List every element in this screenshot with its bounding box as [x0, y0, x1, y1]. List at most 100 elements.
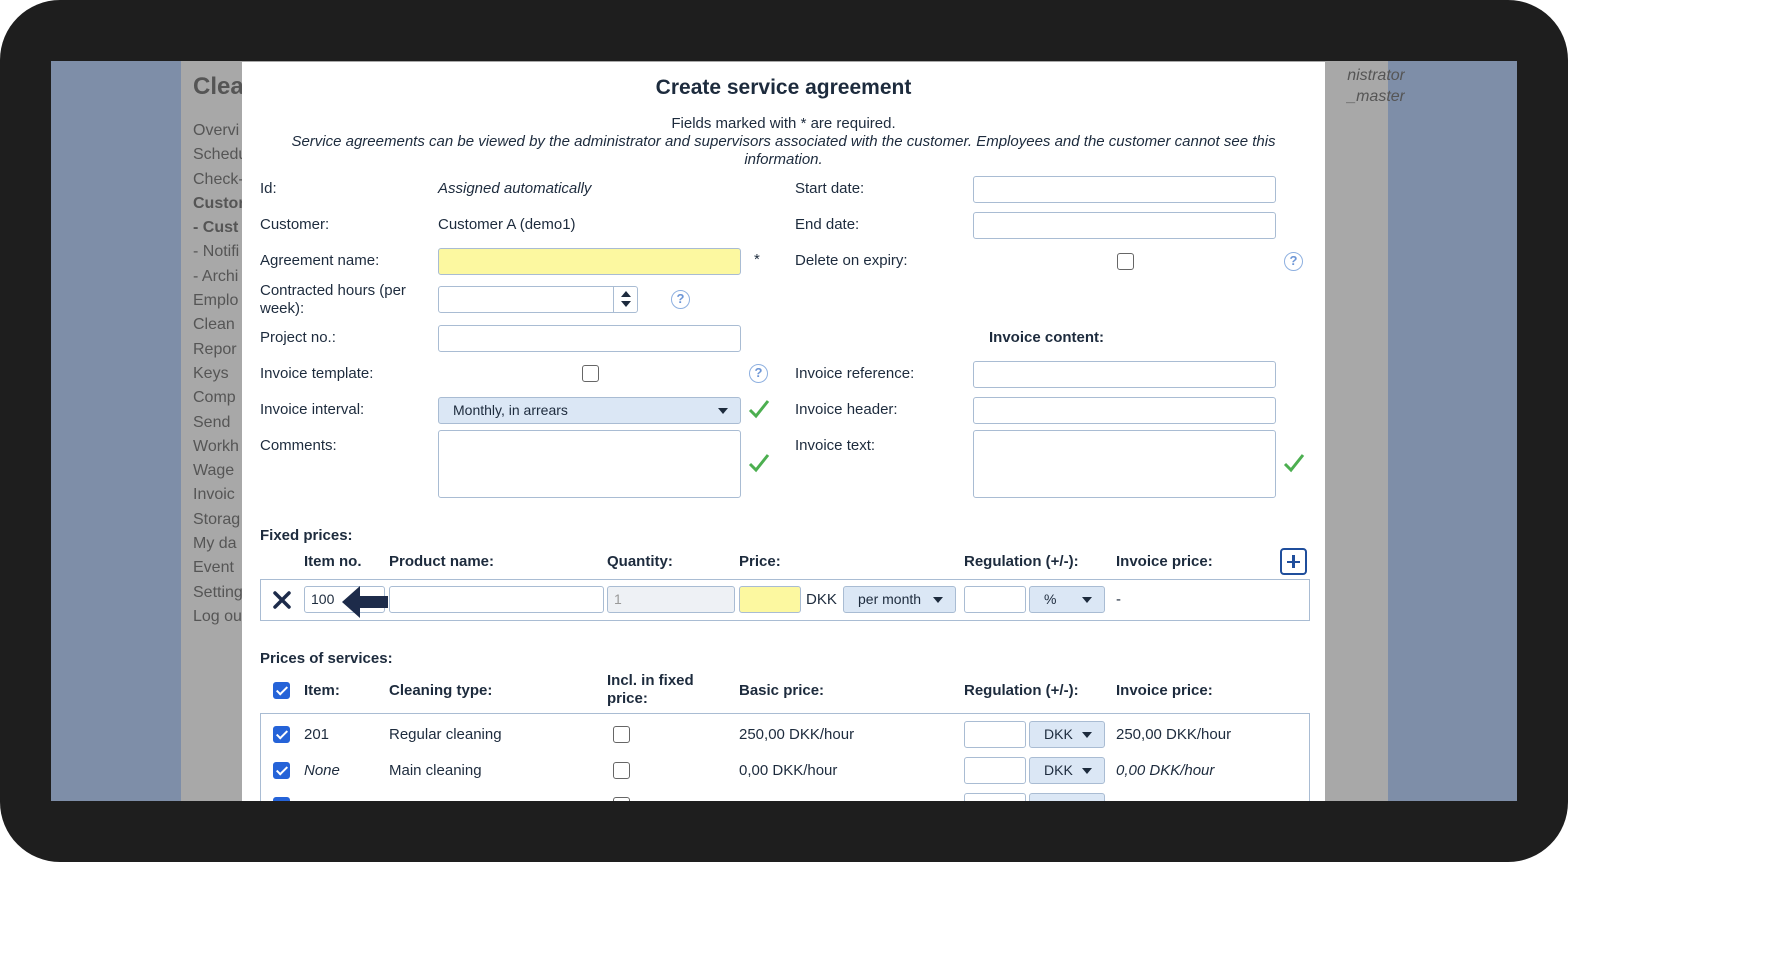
background-menu-item: - Archi	[193, 267, 239, 285]
background-menu-item: Wage	[193, 462, 235, 480]
invoice-header-input[interactable]	[973, 397, 1276, 424]
check-mark-icon	[748, 454, 770, 473]
contracted-hours-help-icon[interactable]: ?	[671, 290, 690, 309]
fixed-invoice-price: -	[1116, 591, 1121, 608]
invoice-reference-label: Invoice reference:	[795, 365, 915, 382]
col-item: Item:	[304, 682, 340, 699]
id-value: Assigned automatically	[438, 180, 592, 197]
col-incl-fixed-price: Incl. in fixed price:	[607, 672, 694, 707]
delete-on-expiry-label: Delete on expiry:	[795, 252, 908, 269]
service-regulation-unit-select[interactable]: DKK	[1029, 721, 1105, 748]
customer-value: Customer A (demo1)	[438, 216, 576, 233]
background-menu-item: Storag	[193, 510, 241, 528]
dialog-title: Create service agreement	[655, 76, 912, 99]
background-menu-item: Check-	[193, 170, 244, 188]
background-menu-item: Event	[193, 559, 234, 577]
background-menu-item: Clean	[193, 316, 235, 334]
service-item: None	[304, 762, 340, 779]
required-star: *	[754, 251, 760, 268]
required-fields-note: Fields marked with * are required.	[671, 115, 896, 132]
col-regulation: Regulation (+/-):	[964, 553, 1079, 570]
background-menu-item: Overvi	[193, 122, 240, 139]
invoice-interval-label: Invoice interval:	[260, 401, 365, 418]
col-quantity: Quantity:	[607, 553, 673, 570]
regulation-unit-value: %	[1044, 591, 1057, 607]
delete-on-expiry-checkbox[interactable]	[1117, 253, 1134, 270]
col-service-regulation: Regulation (+/-):	[964, 682, 1079, 699]
contracted-hours-label: Contracted hours (per week):	[260, 282, 406, 317]
customer-label: Customer:	[260, 216, 330, 233]
services-heading: Prices of services:	[260, 650, 393, 667]
delete-on-expiry-help-icon[interactable]: ?	[1284, 252, 1303, 271]
background-user-info: nistrator _master	[1325, 67, 1405, 109]
incl-fixed-price-checkbox[interactable]	[613, 726, 630, 743]
background-menu-item: - Cust	[193, 219, 239, 237]
chevron-down-icon	[718, 408, 728, 414]
service-regulation-input[interactable]	[964, 757, 1026, 784]
incl-fixed-price-checkbox[interactable]	[613, 762, 630, 779]
invoice-template-label: Invoice template:	[260, 365, 374, 382]
service-regulation-unit-select[interactable]	[1029, 793, 1105, 801]
background-app-title: Clea	[193, 73, 244, 100]
background-menu-item: Keys	[193, 364, 229, 382]
hours-spinner[interactable]	[613, 287, 637, 312]
comments-textarea[interactable]	[438, 430, 741, 498]
arrow-left-icon	[342, 586, 388, 618]
service-regulation-unit-select[interactable]: DKK	[1029, 757, 1105, 784]
service-row-checkbox[interactable]	[273, 726, 290, 743]
invoice-interval-value: Monthly, in arrears	[453, 402, 568, 418]
regulation-input[interactable]	[964, 586, 1026, 613]
start-date-input[interactable]	[973, 176, 1276, 203]
contracted-hours-input[interactable]	[438, 286, 638, 313]
background-menu-item: Emplo	[193, 292, 239, 310]
service-invoice-price: 0,00 DKK/hour	[1116, 762, 1215, 779]
check-mark-icon	[748, 400, 770, 419]
service-row-checkbox[interactable]	[273, 797, 290, 801]
background-menu-item: Invoic	[193, 486, 235, 504]
invoice-template-checkbox[interactable]	[582, 365, 599, 382]
service-row-checkbox[interactable]	[273, 762, 290, 779]
invoice-text-label: Invoice text:	[795, 437, 876, 454]
end-date-input[interactable]	[973, 212, 1276, 239]
col-invoice-price: Invoice price:	[1116, 553, 1213, 570]
background-menu: Overvi Schedu Check- Custor - Cust - Not…	[193, 119, 253, 629]
incl-fixed-price-checkbox[interactable]	[613, 797, 630, 801]
price-period-select[interactable]: per month	[843, 586, 956, 613]
price-input[interactable]	[739, 586, 801, 613]
fixed-prices-heading: Fixed prices:	[260, 527, 353, 544]
service-unit-value: DKK	[1044, 726, 1073, 742]
product-name-input[interactable]	[389, 586, 604, 613]
agreement-name-input[interactable]	[438, 248, 741, 275]
service-item: 201	[304, 726, 330, 743]
regulation-unit-select[interactable]: %	[1029, 586, 1105, 613]
invoice-text-textarea[interactable]	[973, 430, 1276, 498]
col-cleaning-type: Cleaning type:	[389, 682, 493, 699]
check-mark-icon	[1283, 454, 1305, 473]
invoice-template-help-icon[interactable]: ?	[749, 364, 768, 383]
background-user-name: _master	[1347, 88, 1405, 105]
service-cleaning-type: Main cleaning	[389, 762, 482, 779]
visibility-note: Service agreements can be viewed by the …	[291, 133, 1276, 168]
background-user-role: nistrator	[1347, 67, 1405, 84]
invoice-header-label: Invoice header:	[795, 401, 898, 418]
background-menu-item: Log ou	[193, 607, 242, 625]
service-unit-value: DKK	[1044, 762, 1073, 778]
chevron-down-icon	[933, 597, 943, 603]
service-regulation-input[interactable]	[964, 793, 1026, 801]
project-no-input[interactable]	[438, 325, 741, 352]
service-cleaning-type: Regular cleaning	[389, 726, 502, 743]
delete-x-icon[interactable]	[272, 590, 292, 610]
invoice-interval-select[interactable]: Monthly, in arrears	[438, 397, 741, 424]
service-regulation-input[interactable]	[964, 721, 1026, 748]
price-period-value: per month	[858, 591, 922, 607]
background-menu-item: My da	[193, 535, 237, 553]
device-frame: Clea Overvi Schedu Check- Custor - Cust …	[0, 0, 1568, 862]
service-basic-price: 250,00 DKK/hour	[739, 726, 855, 743]
select-all-services-checkbox[interactable]	[273, 682, 290, 699]
col-product-name: Product name:	[389, 553, 495, 570]
chevron-down-icon	[1082, 732, 1092, 738]
invoice-reference-input[interactable]	[973, 361, 1276, 388]
invoice-content-heading: Invoice content:	[989, 329, 1105, 346]
quantity-input[interactable]: 1	[607, 586, 735, 613]
add-fixed-price-button[interactable]	[1280, 548, 1307, 575]
